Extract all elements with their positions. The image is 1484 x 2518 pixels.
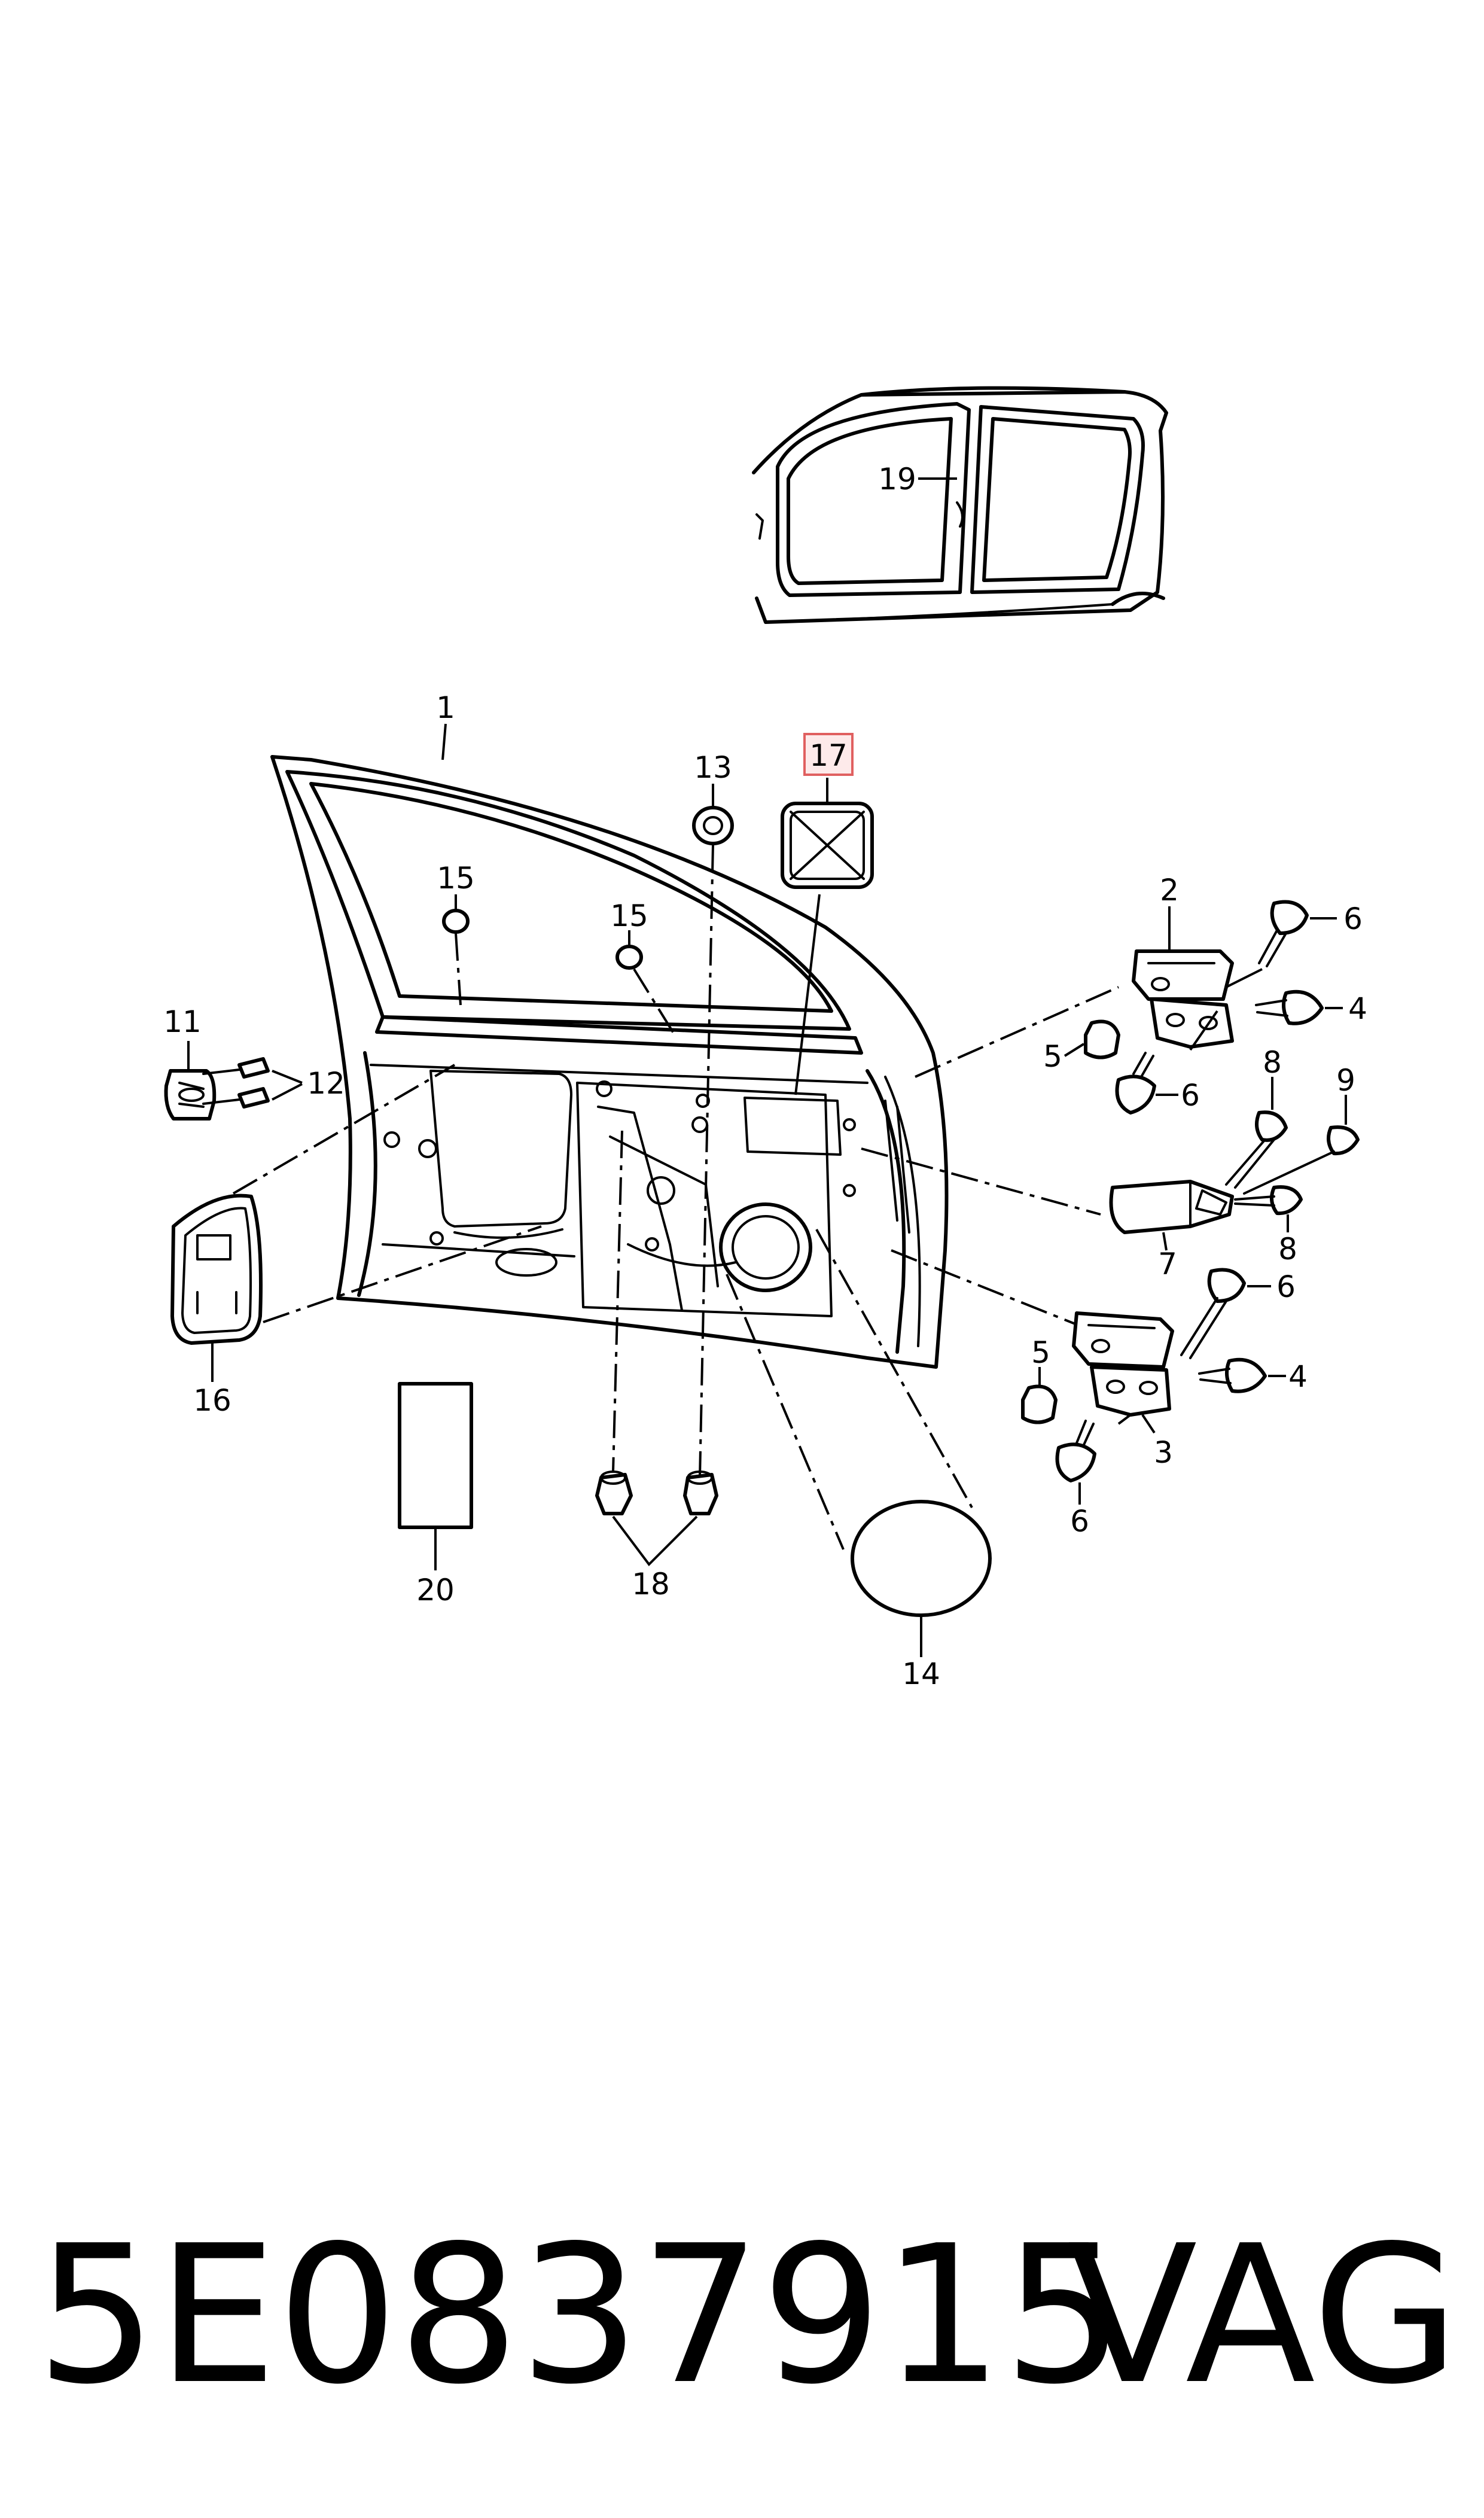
callout-18: 18: [632, 1567, 670, 1601]
callout-4a: 4: [1348, 991, 1367, 1026]
bolt-4-upper: [1255, 989, 1343, 1025]
callout-15a: 15: [437, 861, 475, 896]
footer: 5E0837915 VAG: [36, 2202, 1459, 2429]
cover-17: [781, 778, 874, 1095]
upper-hinge-2: [915, 906, 1234, 1078]
plug-15-left: [442, 894, 470, 1006]
check-strap-7: [861, 1147, 1234, 1251]
callout-16: 16: [193, 1383, 231, 1418]
callout-6a: 6: [1343, 902, 1363, 936]
callout-11: 11: [163, 1004, 202, 1039]
speaker-cover-14: [726, 1229, 992, 1657]
callout-2: 2: [1160, 873, 1179, 908]
nuts-18: [595, 1130, 718, 1567]
bolt-8-upper: [1225, 1077, 1288, 1189]
bolt-6-upper-a: [1226, 900, 1337, 988]
callout-6d: 6: [1070, 1504, 1089, 1539]
callout-8b: 8: [1278, 1232, 1297, 1266]
label-20: [398, 1382, 473, 1570]
callout-9: 9: [1336, 1063, 1355, 1098]
callout-7: 7: [1158, 1247, 1177, 1281]
callout-12: 12: [307, 1066, 345, 1101]
callout-14: 14: [902, 1657, 940, 1691]
car-body-outline: [752, 386, 1168, 624]
bolt-9: [1243, 1095, 1360, 1195]
callout-6c: 6: [1276, 1269, 1296, 1304]
front-door-shell: [270, 755, 949, 1369]
callout-20: 20: [416, 1573, 455, 1607]
bolt-4-lower: [1198, 1357, 1286, 1393]
plug-15-right: [615, 930, 676, 1036]
lower-hinge-3: [891, 1249, 1174, 1434]
striker-11: [164, 1041, 217, 1121]
callout-3: 3: [1154, 1435, 1173, 1470]
callout-1: 1: [436, 690, 455, 725]
callout-5a: 5: [1043, 1039, 1062, 1074]
leader-1: [441, 723, 447, 760]
bush-5-lower: [1021, 1367, 1058, 1424]
callout-5b: 5: [1031, 1335, 1050, 1370]
grommet-13: [692, 784, 734, 1478]
bolt-8-lower: [1234, 1185, 1303, 1232]
callout-6b: 6: [1181, 1078, 1200, 1113]
bolt-6-lower-a: [1180, 1268, 1271, 1359]
highlight-box-17: [803, 733, 854, 776]
callout-17: 17: [809, 738, 848, 773]
brand-name: VAG: [1067, 2205, 1459, 2426]
callout-15b: 15: [610, 899, 648, 933]
bush-5-upper: [1064, 1019, 1120, 1059]
screws-12: [202, 1057, 303, 1109]
lock-cover-16: [170, 1064, 542, 1382]
callout-8a: 8: [1263, 1045, 1282, 1080]
bolt-6-lower-b: [1055, 1420, 1096, 1505]
bolt-6-upper-b: [1115, 1052, 1178, 1115]
door-exploded-diagram: 1 2 3 4 4 5 5 6 6 6 6 7 8 8 9 11 12 13 1…: [163, 386, 1367, 1691]
callout-19: 19: [878, 462, 916, 497]
callout-4b: 4: [1288, 1359, 1308, 1394]
part-number: 5E0837915: [36, 2205, 1125, 2426]
callout-13: 13: [694, 750, 732, 785]
